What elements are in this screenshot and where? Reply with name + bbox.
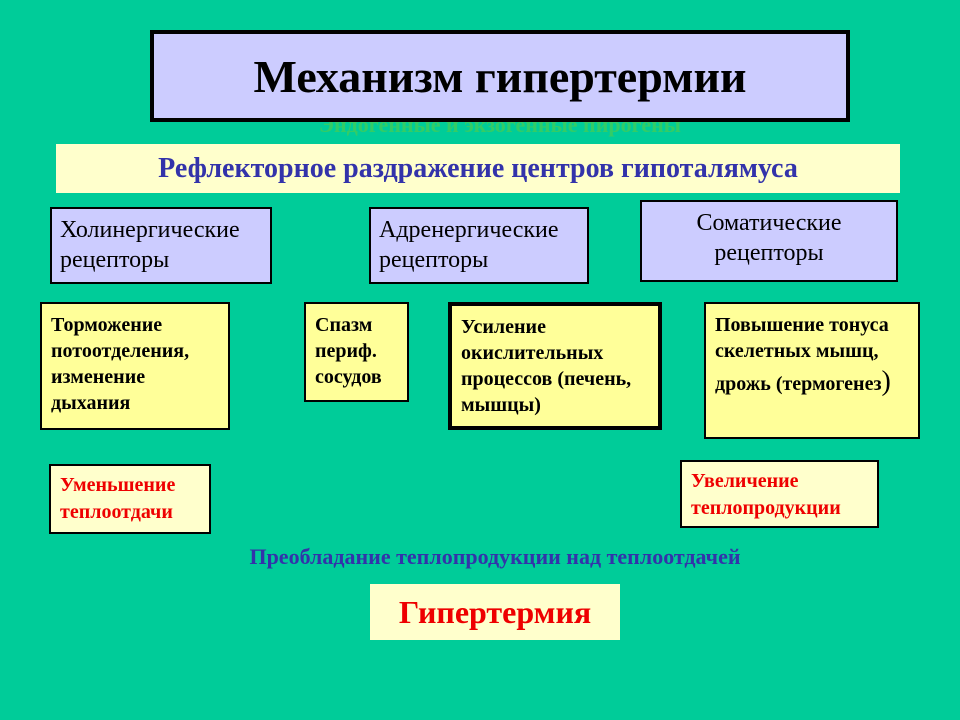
- heat-production-label: Увеличение теплопродукции: [691, 470, 841, 519]
- heat-loss-box: Уменьшение теплоотдачи: [49, 464, 211, 534]
- hyperthermia-box: Гипертермия: [370, 584, 620, 640]
- muscle-tone-box: Повышение тонуса скелетных мышц, дрожь (…: [704, 302, 920, 439]
- heat-loss-label: Уменьшение теплоотдачи: [60, 474, 176, 523]
- oxidation-label: Усиление окислительных процессов (печень…: [461, 316, 632, 416]
- reflex-label: Рефлекторное раздражение центров гипотал…: [158, 152, 798, 184]
- muscle-tone-label: Повышение тонуса скелетных мышц, дрожь (…: [715, 314, 889, 395]
- adrenergic-receptors-label: Адренергические рецепторы: [379, 217, 559, 273]
- vessel-spasm-box: Спазм периф. сосудов: [304, 302, 409, 402]
- somatic-receptors-label: Соматические рецепторы: [696, 210, 842, 266]
- prevalence-text: Преобладание теплопродукции над теплоотд…: [249, 544, 741, 569]
- oxidation-box: Усиление окислительных процессов (печень…: [448, 302, 662, 430]
- cholinergic-receptors-label: Холинергические рецепторы: [60, 217, 240, 273]
- sweat-inhibition-box: Торможение потоотделения, изменение дыха…: [40, 302, 230, 430]
- hyperthermia-label: Гипертермия: [398, 593, 592, 630]
- vessel-spasm-label: Спазм периф. сосудов: [315, 314, 382, 388]
- muscle-tone-paren: ): [881, 366, 891, 397]
- reflex-box: Рефлекторное раздражение центров гипотал…: [56, 144, 900, 193]
- sweat-inhibition-label: Торможение потоотделения, изменение дыха…: [51, 314, 190, 414]
- heat-production-box: Увеличение теплопродукции: [680, 460, 879, 528]
- cholinergic-receptors-box: Холинергические рецепторы: [50, 207, 272, 284]
- adrenergic-receptors-box: Адренергические рецепторы: [369, 207, 589, 284]
- page-title: Механизм гипертермии: [253, 50, 747, 102]
- somatic-receptors-box: Соматические рецепторы: [640, 200, 898, 282]
- title-box: Механизм гипертермии: [150, 30, 850, 122]
